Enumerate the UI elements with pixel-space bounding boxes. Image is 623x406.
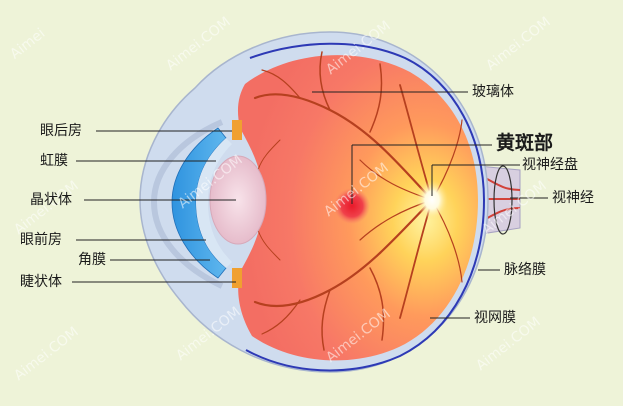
optic-disc — [416, 180, 448, 220]
cornea — [150, 119, 224, 289]
label-choroid: 脉络膜 — [504, 262, 546, 278]
label-lens: 晶状体 — [30, 192, 72, 208]
leader-lines — [72, 91, 548, 319]
label-posterior-chamber: 眼后房 — [40, 123, 82, 139]
label-macula: 黄斑部 — [496, 132, 554, 154]
ciliary-body-top — [232, 120, 242, 140]
label-vitreous: 玻璃体 — [472, 84, 514, 100]
label-optic-disc: 视神经盘 — [522, 157, 578, 173]
label-iris: 虹膜 — [40, 153, 68, 169]
label-ciliary-body: 睫状体 — [20, 274, 62, 290]
label-retina: 视网膜 — [474, 310, 516, 326]
anterior-chamber — [196, 138, 232, 268]
ciliary-body-bottom — [232, 268, 242, 288]
label-cornea: 角膜 — [78, 252, 106, 268]
label-anterior-chamber: 眼前房 — [20, 232, 62, 248]
macula-spot — [334, 188, 370, 224]
choroid-line — [245, 42, 486, 372]
label-optic-nerve: 视神经 — [552, 190, 594, 206]
